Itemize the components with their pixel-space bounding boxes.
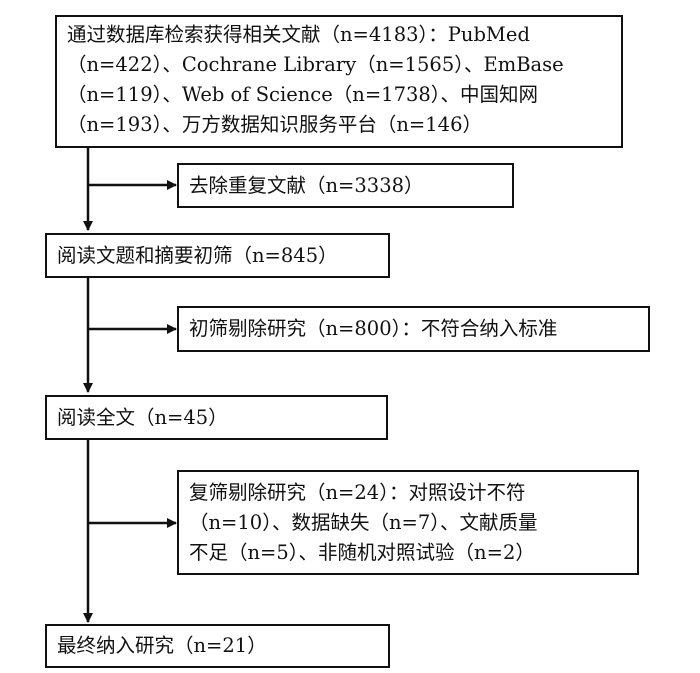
rescreen-excluded-line-2: （n=10）、数据缺失（n=7）、文献质量 bbox=[189, 511, 538, 534]
final-included-box: 最终纳入研究（n=21） bbox=[45, 624, 390, 668]
full-text-read-box: 阅读全文（n=45） bbox=[45, 395, 388, 440]
duplicates-removed-box: 去除重复文献（n=3338） bbox=[177, 163, 514, 208]
full-text-read-text: 阅读全文（n=45） bbox=[57, 405, 228, 429]
identified-line-1: 通过数据库检索获得相关文献（n=4183）：PubMed bbox=[67, 23, 530, 46]
duplicates-removed-text: 去除重复文献（n=3338） bbox=[189, 173, 424, 197]
title-abstract-screening-text: 阅读文题和摘要初筛（n=845） bbox=[57, 243, 338, 267]
rescreen-excluded-box: 复筛剔除研究（n=24）：对照设计不符 （n=10）、数据缺失（n=7）、文献质… bbox=[177, 470, 639, 575]
final-included-text: 最终纳入研究（n=21） bbox=[57, 634, 267, 657]
identified-line-4: （n=193）、万方数据知识服务平台（n=146） bbox=[67, 113, 482, 136]
identified-line-3: （n=119）、Web of Science（n=1738）、中国知网 bbox=[67, 83, 539, 106]
initial-excluded-box: 初筛剔除研究（n=800）：不符合纳入标准 bbox=[177, 306, 650, 352]
title-abstract-screening-box: 阅读文题和摘要初筛（n=845） bbox=[45, 233, 390, 278]
identified-line-2: （n=422）、Cochrane Library（n=1565）、EmBase bbox=[67, 53, 564, 76]
initial-excluded-text: 初筛剔除研究（n=800）：不符合纳入标准 bbox=[189, 317, 558, 340]
identified-records-box: 通过数据库检索获得相关文献（n=4183）：PubMed （n=422）、Coc… bbox=[55, 15, 623, 148]
rescreen-excluded-line-3: 不足（n=5）、非随机对照试验（n=2） bbox=[189, 541, 535, 564]
rescreen-excluded-line-1: 复筛剔除研究（n=24）：对照设计不符 bbox=[189, 481, 526, 504]
